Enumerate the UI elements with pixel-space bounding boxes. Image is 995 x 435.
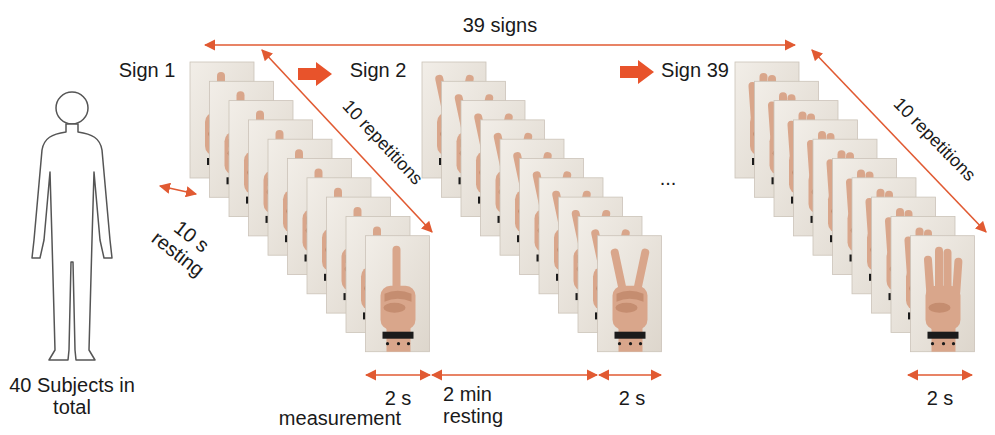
dimension-arrow (599, 374, 661, 376)
dimension-arrow (262, 50, 432, 232)
dimension-arrows (160, 45, 986, 375)
duration-label: 2 s (385, 387, 412, 409)
dimension-arrow (366, 374, 430, 376)
block-arrow (620, 60, 654, 84)
heading-label: 39 signs (463, 14, 538, 36)
ellipsis-label: ... (660, 167, 677, 189)
sign-photo-stack (422, 62, 662, 352)
dimension-arrow (908, 374, 972, 376)
subjects-label: 40 Subjects in total (2, 374, 142, 418)
dimension-arrow (432, 374, 597, 376)
sign-label: Sign 39 (661, 59, 729, 81)
repetition-label: 10 repetitions (889, 94, 979, 185)
block-arrow (298, 62, 332, 86)
sign-label: Sign 2 (350, 59, 407, 81)
dimension-arrow (205, 44, 795, 46)
repetition-label: 10 repetitions (338, 97, 426, 190)
dimension-arrow (812, 50, 986, 232)
person-figure (32, 92, 112, 360)
hand-photo (366, 236, 430, 352)
duration-label: 2 min resting (443, 383, 525, 427)
measurement-label: measurement (279, 407, 401, 429)
rest-label: 10 s resting (143, 205, 227, 284)
hand-photo (911, 236, 975, 352)
sign-photo-stack (190, 62, 430, 352)
sequence-arrows (298, 60, 654, 86)
person-head (56, 92, 88, 124)
duration-label: 2 s (619, 387, 646, 409)
sign-photo-stack (735, 62, 975, 352)
hand-photo (598, 236, 662, 352)
sign-label: Sign 1 (119, 59, 176, 81)
person-body (32, 124, 112, 360)
duration-label: 2 s (927, 387, 954, 409)
dimension-arrow (160, 186, 196, 194)
